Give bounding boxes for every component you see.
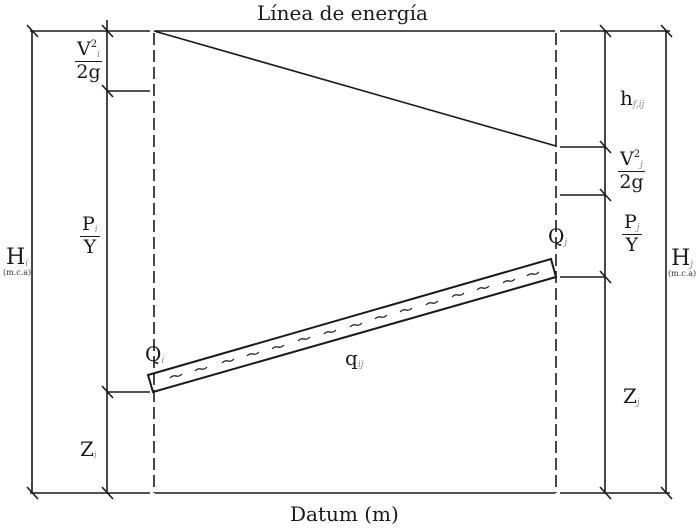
pressure-head-j: Pj Y <box>622 211 642 256</box>
total-head-j: Hj (m.c.a) <box>668 246 697 278</box>
tick <box>101 24 114 38</box>
tick <box>101 385 114 399</box>
elevation-i: Zi <box>80 437 97 461</box>
tick <box>599 486 612 500</box>
pipe-label: qij <box>345 346 364 370</box>
pipe-body <box>146 257 558 394</box>
head-loss-ij: hf,ij <box>620 86 645 110</box>
flow-j: Qj <box>548 224 568 248</box>
water-flow-marks <box>169 271 540 379</box>
tick <box>599 24 612 38</box>
total-head-i: Hi (m.c.a) <box>3 245 32 277</box>
pressure-head-i: Pi Y <box>80 213 100 258</box>
energy-line-title: Línea de energía <box>257 1 428 25</box>
tick <box>26 486 39 500</box>
elevation-j: Zj <box>623 384 640 408</box>
hydraulic-grade-line <box>153 30 557 147</box>
flow-i: Qi <box>145 342 165 366</box>
tick <box>26 24 39 38</box>
tick <box>599 188 612 202</box>
tick <box>101 84 114 98</box>
tick <box>660 24 673 38</box>
tick <box>660 486 673 500</box>
tick <box>599 140 612 154</box>
velocity-head-j: V2j 2g <box>618 148 645 193</box>
datum-title: Datum (m) <box>290 502 399 526</box>
velocity-head-i: V2i 2g <box>75 38 102 83</box>
tick <box>101 486 114 500</box>
tick <box>599 270 612 284</box>
